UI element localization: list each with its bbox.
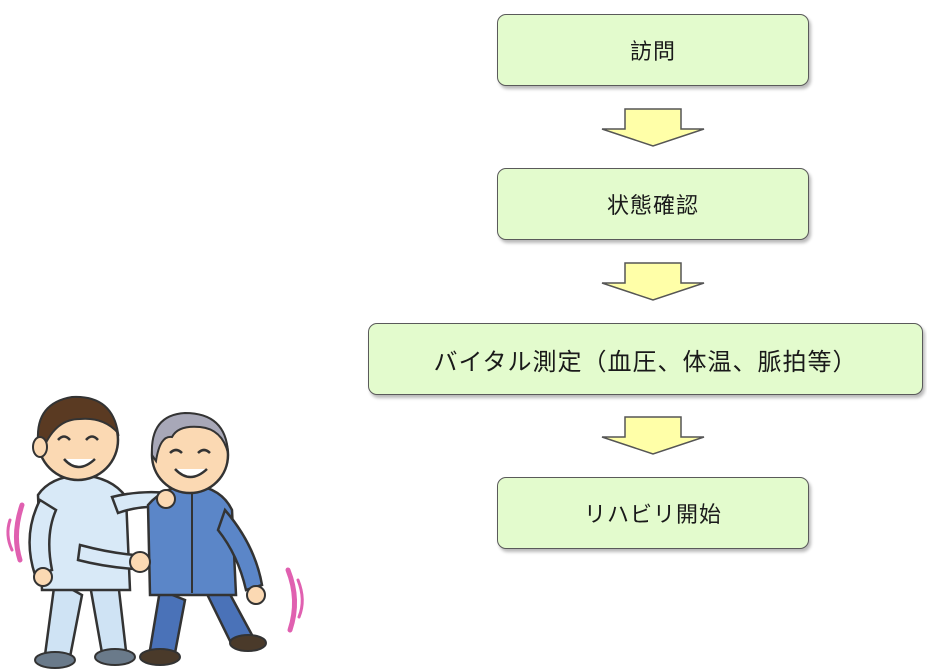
flow-step-rehab-start: リハビリ開始	[497, 477, 809, 549]
flow-step-vital-measurement: バイタル測定（血圧、体温、脈拍等）	[368, 323, 923, 395]
down-arrow-icon	[601, 262, 705, 301]
down-arrow-icon	[601, 416, 705, 455]
caregiver-illustration-icon	[6, 395, 304, 669]
flow-step-visit: 訪問	[497, 14, 809, 86]
flow-step-condition-check: 状態確認	[497, 168, 809, 240]
down-arrow-icon	[601, 108, 705, 147]
